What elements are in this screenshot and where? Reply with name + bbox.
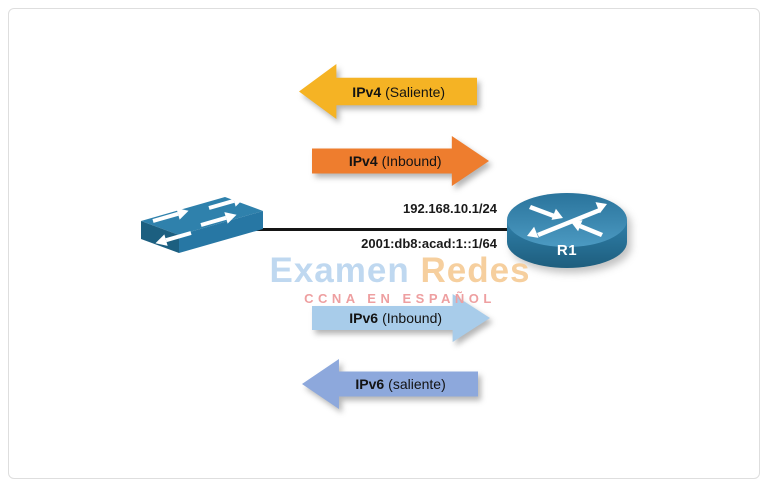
router-name-label: R1: [557, 242, 577, 259]
protocol-text: IPv6: [349, 310, 379, 326]
protocol-text: IPv4: [348, 153, 378, 169]
protocol-text: IPv6: [355, 376, 385, 392]
flow-arrow-ipv6-inbound: IPv6(Inbound): [312, 294, 490, 342]
protocol-text: IPv4: [352, 83, 382, 100]
switch-front-face: [179, 211, 263, 253]
switch-side-face: [141, 221, 179, 253]
router-top-face: [507, 193, 627, 247]
arrow-label: IPv6(saliente): [355, 376, 445, 392]
arrow-label: IPv4(Inbound): [349, 153, 442, 169]
switch-arrows-glyph: [152, 195, 245, 246]
switch-icon: [141, 195, 263, 253]
direction-text: (saliente): [388, 376, 446, 392]
direction-text: (Inbound): [382, 310, 443, 326]
arrow-label: IPv4(Saliente): [352, 84, 445, 100]
flow-arrow-ipv4-outbound: IPv4(Saliente): [299, 64, 477, 119]
flow-arrow-ipv6-outbound: IPv6(saliente): [302, 359, 478, 409]
flow-arrow-ipv4-inbound: IPv4(Inbound): [312, 136, 489, 186]
ipv4-address-label: 192.168.10.1/24: [403, 201, 497, 216]
router-cross-arrows-glyph: [527, 202, 607, 238]
direction-text: (Inbound): [381, 153, 442, 169]
arrow-label: IPv6(Inbound): [349, 310, 442, 326]
direction-text: (Saliente): [385, 83, 446, 100]
switch-top-face: [141, 197, 263, 235]
router-icon: R1: [507, 193, 627, 268]
watermark-title-part1: Examen: [269, 251, 410, 290]
ipv6-address-label: 2001:db8:acad:1::1/64: [361, 236, 497, 251]
ethernet-link-line: [256, 228, 508, 231]
